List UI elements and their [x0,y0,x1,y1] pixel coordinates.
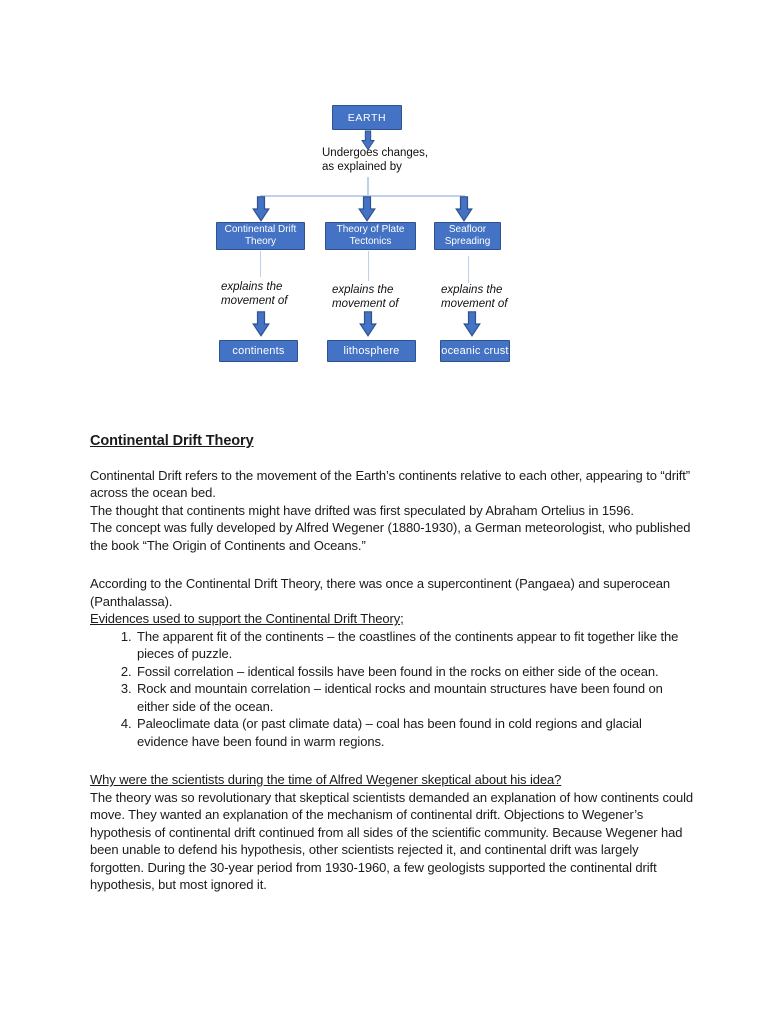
intro-paragraph: The concept was fully developed by Alfre… [90,520,691,553]
down-arrow-icon [361,130,375,151]
document-body: Continental Drift Theory Continental Dri… [90,433,694,894]
down-arrow-icon [252,311,270,337]
diagram-box-earth: EARTH [332,105,402,130]
intro-paragraphs: Continental Drift refers to the movement… [90,467,694,555]
evidence-list: The apparent fit of the continents – the… [90,628,694,751]
down-arrow-icon [359,311,377,337]
list-item: The apparent fit of the continents – the… [135,628,694,663]
diagram-box-seafloor-spreading: Seafloor Spreading [434,222,501,250]
edge-label: explains the movement of [221,281,288,307]
intro-paragraph: The thought that continents might have d… [90,502,634,518]
diagram-box-theory-of-plate-tectonics: Theory of Plate Tectonics [325,222,416,250]
diagram-box-continents: continents [219,340,298,362]
connector-line [260,251,262,277]
question-heading: Why were the scientists during the time … [90,772,562,787]
diagram-box-oceanic-crust: oceanic crust [440,340,510,362]
connector-line [468,256,470,283]
connector-line [367,177,369,195]
edge-label: explains the movement of [332,284,399,310]
down-arrow-icon [358,196,376,222]
down-arrow-icon [463,311,481,337]
pangaea-paragraph: According to the Continental Drift Theor… [90,576,671,609]
evidence-heading: Evidences used to support the Continenta… [90,611,404,626]
down-arrow-icon [252,196,270,222]
list-item: Fossil correlation – identical fossils h… [135,663,694,681]
diagram-box-lithosphere: lithosphere [327,340,416,362]
list-item: Rock and mountain correlation – identica… [135,680,694,715]
down-arrow-icon [455,196,473,222]
skeptical-paragraph: The theory was so revolutionary that ske… [90,789,694,893]
diagram-caption: Undergoes changes, as explained by [322,147,429,173]
connector-line [260,195,465,197]
connector-line [368,251,370,281]
intro-paragraph: Continental Drift refers to the movement… [90,467,690,501]
page-title: Continental Drift Theory [90,433,254,449]
diagram-box-continental-drift-theory: Continental Drift Theory [216,222,305,250]
edge-label: explains the movement of [441,284,508,310]
list-item: Paleoclimate data (or past climate data)… [135,715,694,750]
